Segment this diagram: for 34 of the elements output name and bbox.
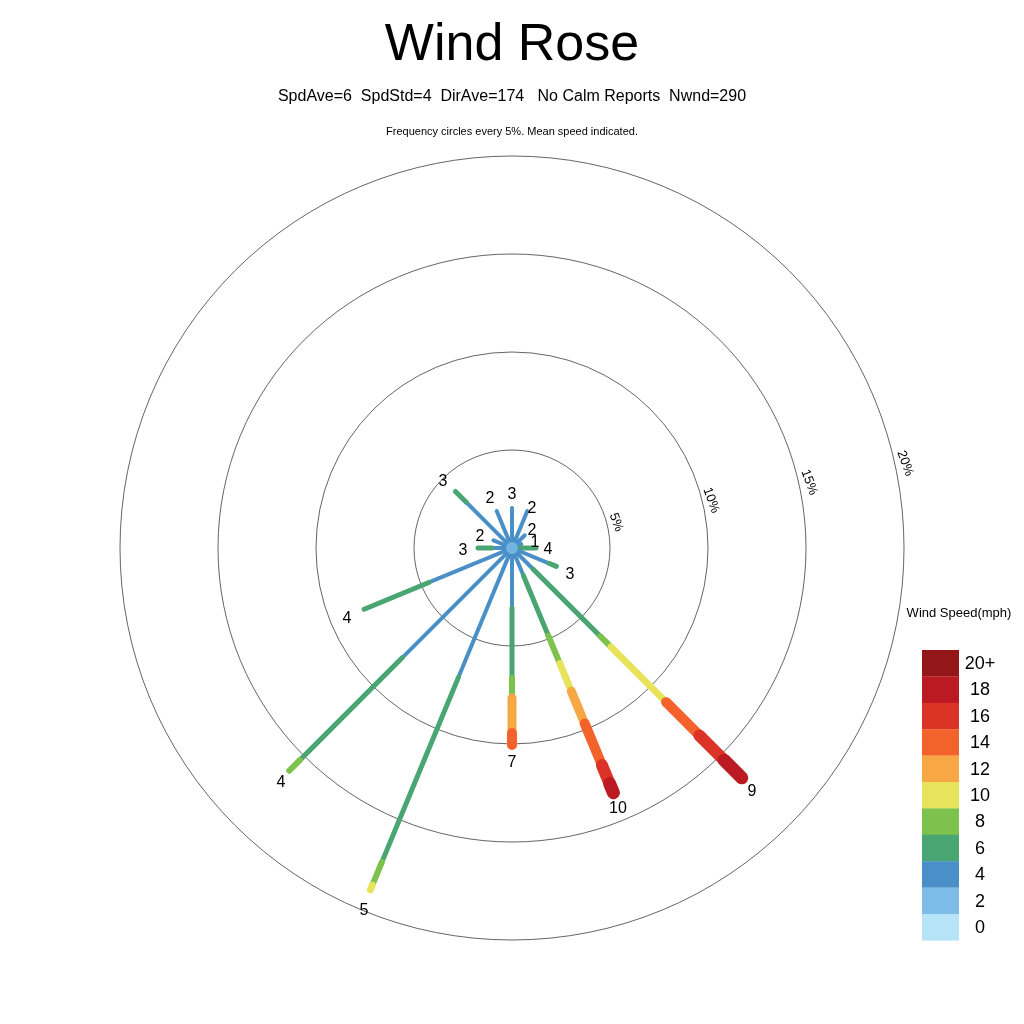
ring-label: 15% (799, 467, 821, 497)
mean-speed-label: 3 (565, 566, 575, 582)
mean-speed-label: 9 (747, 783, 757, 799)
mean-speed-label: 4 (342, 610, 352, 626)
ring-label: 5% (607, 510, 627, 534)
legend-title: Wind Speed(mph) (906, 605, 1012, 619)
legend-label: 18 (970, 680, 990, 699)
legend-label: 12 (970, 759, 990, 778)
mean-speed-label: 3 (458, 542, 468, 558)
mean-speed-label: 3 (438, 473, 448, 489)
legend-label: 6 (975, 838, 985, 857)
mean-speed-label: 2 (527, 500, 537, 516)
subtitle: SpdAve=6 SpdStd=4 DirAve=174 No Calm Reports Nwnd=290 (277, 88, 747, 104)
legend-label: 4 (975, 865, 985, 884)
legend-label: 10 (970, 786, 990, 804)
legend-label: 8 (975, 812, 985, 831)
mean-speed-label: 5 (359, 902, 369, 918)
mean-speed-label: 1 (530, 534, 540, 550)
legend-label: 20+ (964, 654, 996, 672)
mean-speed-label: 2 (475, 528, 485, 544)
legend-label: 16 (970, 706, 990, 725)
legend-label: 14 (970, 733, 990, 752)
ring-label: 20% (895, 448, 917, 478)
ring-label: 10% (701, 485, 723, 515)
mean-speed-label: 3 (507, 486, 517, 502)
legend-label: 2 (975, 891, 985, 910)
mean-speed-label: 4 (276, 774, 286, 790)
chart-title: Wind Rose (384, 16, 640, 68)
mean-speed-label: 4 (543, 541, 553, 557)
mean-speed-label: 2 (485, 490, 495, 506)
chart-note: Frequency circles every 5%. Mean speed indicated. (386, 125, 638, 137)
mean-speed-label: 10 (609, 800, 627, 816)
mean-speed-label: 7 (507, 754, 517, 770)
legend-label: 0 (975, 918, 985, 936)
